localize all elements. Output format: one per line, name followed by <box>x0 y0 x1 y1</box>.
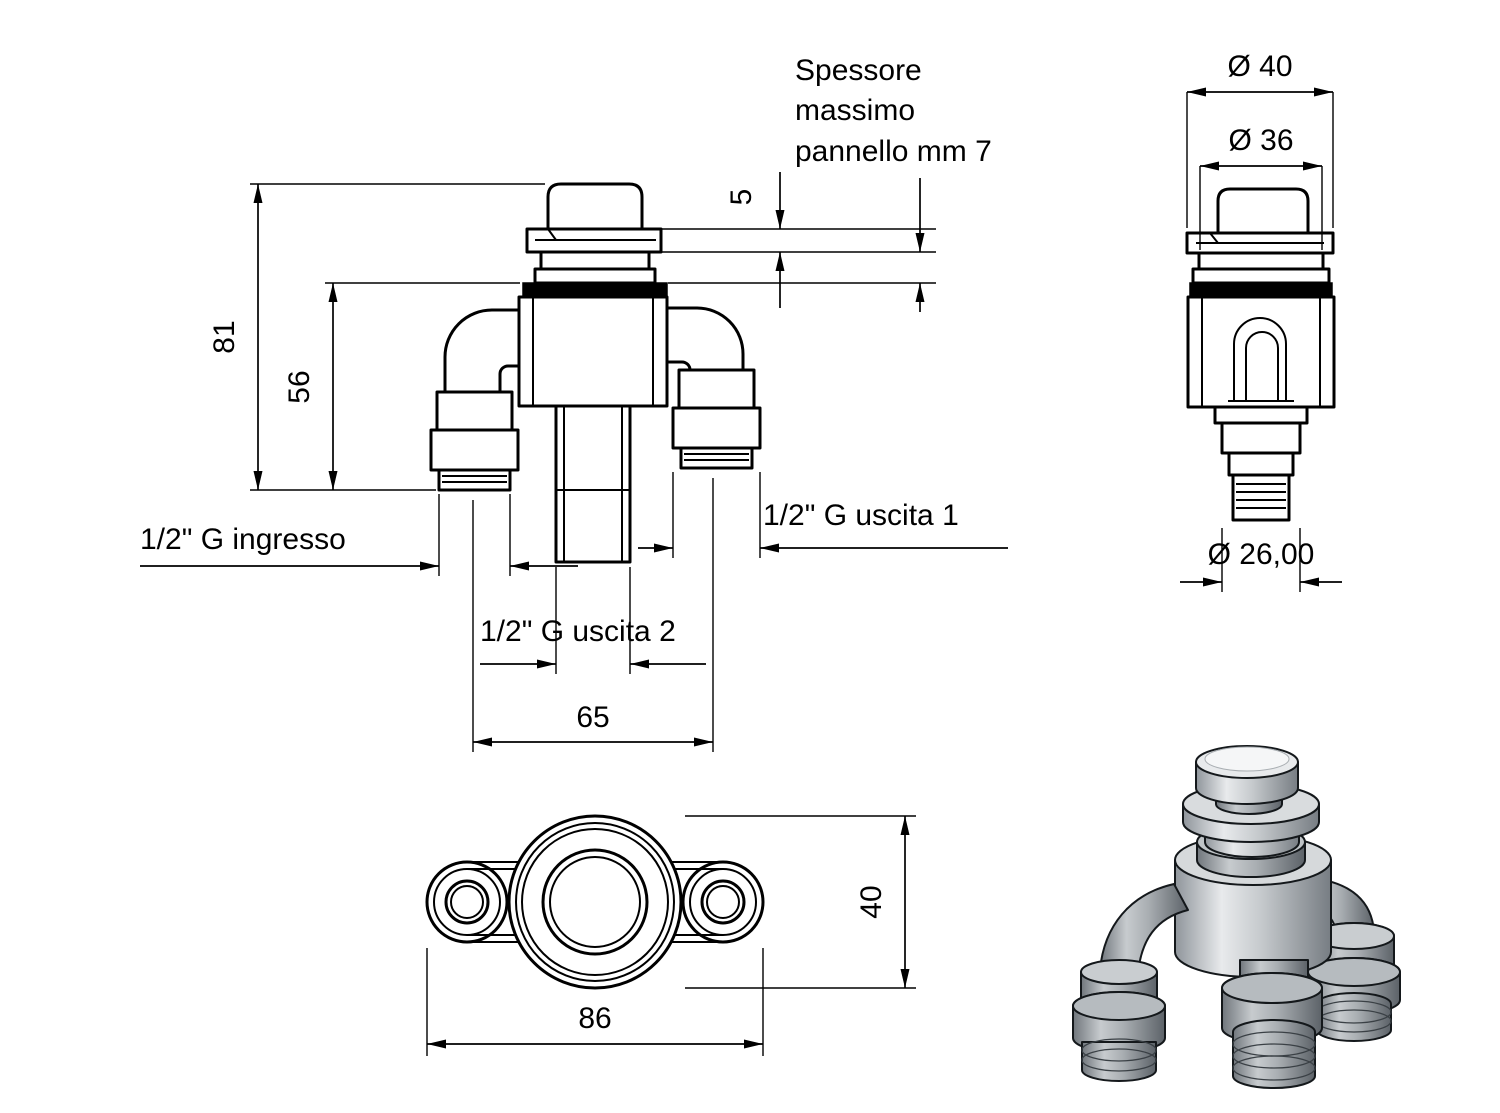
isometric-3d-view <box>1072 745 1401 1089</box>
iso-button-cap <box>1182 745 1320 878</box>
dim-56: 56 <box>283 370 316 403</box>
front-gasket <box>522 282 668 298</box>
label-outlet1: 1/2" G uscita 1 <box>763 499 959 532</box>
bottom-view-dimensions: 86 40 <box>426 815 916 1056</box>
side-button-cap <box>1216 187 1310 235</box>
dim-dia-40: Ø 40 <box>1227 50 1292 83</box>
note-panel-line2: massimo <box>795 94 915 127</box>
front-view-dimensions: 81 56 5 Spessore massimo pannello mm 7 1… <box>140 54 1008 752</box>
iso-left-fitting <box>1072 959 1166 1082</box>
label-inlet: 1/2" G ingresso <box>140 523 346 556</box>
dim-65: 65 <box>576 701 609 734</box>
side-body <box>1186 295 1336 409</box>
front-button-cap <box>546 182 644 231</box>
dim-dia-26: Ø 26,00 <box>1208 538 1315 571</box>
note-panel-line3: pannello mm 7 <box>795 135 992 168</box>
side-view-dimensions: Ø 40 Ø 36 Ø 26,00 <box>1180 50 1342 592</box>
front-view-drawing <box>429 182 762 564</box>
front-center-pipe <box>554 404 632 564</box>
dim-dia-36: Ø 36 <box>1228 124 1293 157</box>
dim-81: 81 <box>208 320 241 353</box>
side-threaded-end <box>1231 473 1291 522</box>
bottom-view-drawing <box>425 814 765 990</box>
front-right-elbow <box>665 306 745 372</box>
side-view-drawing <box>1185 187 1336 522</box>
front-left-elbow <box>443 308 521 394</box>
label-outlet2: 1/2" G uscita 2 <box>480 615 676 648</box>
dim-86: 86 <box>578 1002 611 1035</box>
note-panel-line1: Spessore <box>795 54 922 87</box>
dim-5: 5 <box>725 189 758 206</box>
iso-center-fitting <box>1221 959 1323 1089</box>
dim-40: 40 <box>855 885 888 918</box>
front-body <box>517 295 669 408</box>
